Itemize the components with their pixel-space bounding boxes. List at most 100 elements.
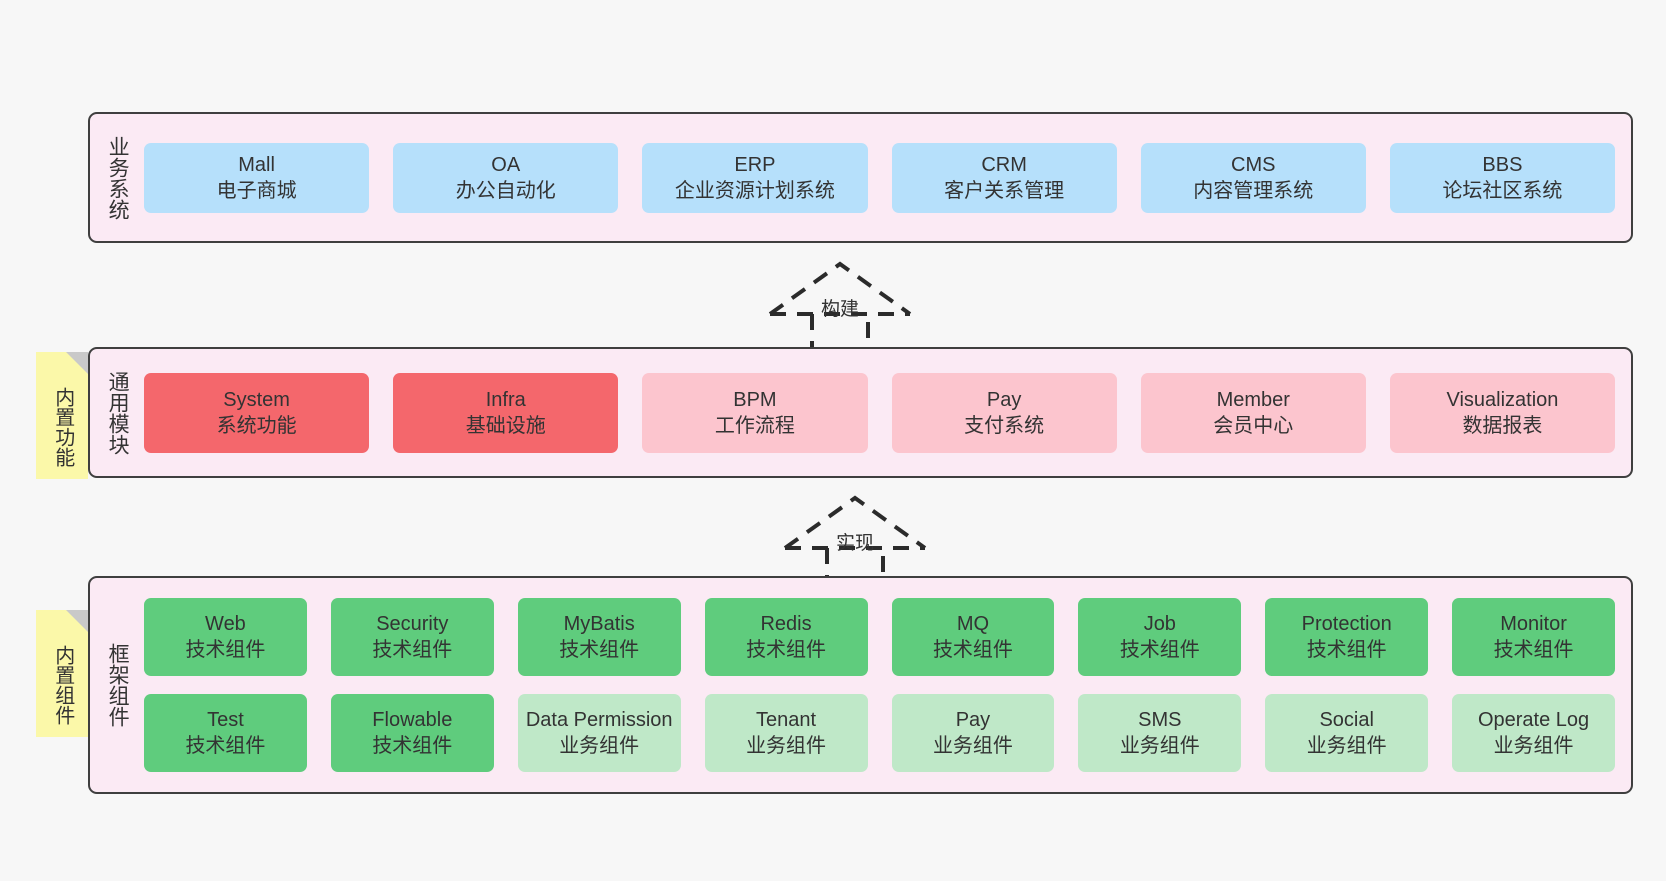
box-subtitle: 技术组件 <box>746 639 827 661</box>
band-row: System 系统功能 Infra 基础设施 BPM 工作流程 Pay 支付系统… <box>144 372 1616 453</box>
box-mall[interactable]: Mall 电子商城 <box>144 142 370 213</box>
box-title: BPM <box>733 388 777 411</box>
box-title: System <box>223 388 290 411</box>
box-subtitle: 技术组件 <box>932 639 1013 661</box>
box-cms[interactable]: CMS 内容管理系统 <box>1140 142 1366 213</box>
box-subtitle: 技术组件 <box>1119 639 1200 661</box>
box-subtitle: 工作流程 <box>714 414 795 437</box>
box-title: Operate Log <box>1477 709 1590 731</box>
box-system[interactable]: System 系统功能 <box>144 372 370 453</box>
box-subtitle: 业务组件 <box>1306 735 1387 757</box>
box-pay-component[interactable]: Pay 业务组件 <box>891 694 1055 772</box>
box-test[interactable]: Test 技术组件 <box>144 694 307 772</box>
box-subtitle: 技术组件 <box>559 639 640 661</box>
box-erp[interactable]: ERP 企业资源计划系统 <box>642 142 868 213</box>
box-title: Visualization <box>1446 388 1559 411</box>
band-body-common-modules: System 系统功能 Infra 基础设施 BPM 工作流程 Pay 支付系统… <box>138 349 1631 476</box>
box-subtitle: 支付系统 <box>964 414 1045 437</box>
box-mq[interactable]: MQ 技术组件 <box>891 598 1055 676</box>
box-member[interactable]: Member 会员中心 <box>1140 372 1366 453</box>
box-pay-module[interactable]: Pay 支付系统 <box>891 372 1117 453</box>
box-web[interactable]: Web 技术组件 <box>144 598 307 676</box>
box-title: Pay <box>986 388 1022 411</box>
note-text: 内置组件 <box>51 644 74 725</box>
box-flowable[interactable]: Flowable 技术组件 <box>330 694 494 772</box>
box-subtitle: 论坛社区系统 <box>1442 179 1563 202</box>
note-built-in-functions: 内置功能 <box>36 352 88 479</box>
box-title: Flowable <box>372 709 453 731</box>
box-subtitle: 企业资源计划系统 <box>674 179 835 202</box>
box-tenant[interactable]: Tenant 业务组件 <box>704 694 868 772</box>
band-business-systems: 业务系统 Mall 电子商城 OA 办公自动化 ERP 企业资源计划系统 CRM… <box>88 112 1633 243</box>
box-oa[interactable]: OA 办公自动化 <box>393 142 619 213</box>
box-title: ERP <box>734 153 776 176</box>
band-body-business-systems: Mall 电子商城 OA 办公自动化 ERP 企业资源计划系统 CRM 客户关系… <box>138 114 1631 241</box>
box-subtitle: 内容管理系统 <box>1193 179 1314 202</box>
box-title: CRM <box>981 153 1027 176</box>
box-title: CMS <box>1231 153 1276 176</box>
box-title: Monitor <box>1500 613 1567 635</box>
box-bbs[interactable]: BBS 论坛社区系统 <box>1389 142 1616 213</box>
band-common-modules: 通用模块 System 系统功能 Infra 基础设施 BPM 工作流程 Pay… <box>88 347 1633 478</box>
box-title: Web <box>205 613 246 635</box>
box-job[interactable]: Job 技术组件 <box>1078 598 1242 676</box>
box-infra[interactable]: Infra 基础设施 <box>393 372 619 453</box>
box-subtitle: 业务组件 <box>932 735 1013 757</box>
band-row: Mall 电子商城 OA 办公自动化 ERP 企业资源计划系统 CRM 客户关系… <box>144 142 1616 213</box>
box-subtitle: 办公自动化 <box>455 179 556 202</box>
box-subtitle: 系统功能 <box>216 414 297 437</box>
box-title: OA <box>491 153 521 176</box>
box-subtitle: 会员中心 <box>1213 414 1294 437</box>
box-bpm[interactable]: BPM 工作流程 <box>642 372 868 453</box>
box-social[interactable]: Social 业务组件 <box>1265 694 1429 772</box>
box-subtitle: 技术组件 <box>1306 639 1387 661</box>
box-protection[interactable]: Protection 技术组件 <box>1265 598 1429 676</box>
box-subtitle: 技术组件 <box>372 735 453 757</box>
box-title: SMS <box>1138 709 1182 731</box>
box-data-permission[interactable]: Data Permission 业务组件 <box>517 694 681 772</box>
box-mybatis[interactable]: MyBatis 技术组件 <box>517 598 681 676</box>
note-text: 内置功能 <box>51 386 74 467</box>
band-row: Web 技术组件 Security 技术组件 MyBatis 技术组件 Redi… <box>144 598 1615 676</box>
box-sms[interactable]: SMS 业务组件 <box>1078 694 1242 772</box>
box-subtitle: 技术组件 <box>1493 639 1574 661</box>
box-title: Security <box>376 613 449 635</box>
box-title: Protection <box>1301 613 1392 635</box>
box-title: Tenant <box>756 709 817 731</box>
box-title: Infra <box>485 388 526 411</box>
box-subtitle: 技术组件 <box>372 639 453 661</box>
band-framework-components: 框架组件 Web 技术组件 Security 技术组件 MyBatis 技术组件… <box>88 576 1633 794</box>
note-built-in-components: 内置组件 <box>36 610 88 737</box>
box-title: Test <box>207 709 244 731</box>
dashed-generalization-arrow-icon <box>783 495 927 588</box>
box-security[interactable]: Security 技术组件 <box>330 598 494 676</box>
box-subtitle: 业务组件 <box>1493 735 1574 757</box>
box-redis[interactable]: Redis 技术组件 <box>704 598 868 676</box>
box-subtitle: 技术组件 <box>185 639 266 661</box>
box-subtitle: 业务组件 <box>746 735 827 757</box>
box-title: Data Permission <box>525 709 673 731</box>
box-title: Pay <box>955 709 991 731</box>
box-subtitle: 业务组件 <box>1119 735 1200 757</box>
box-subtitle: 数据报表 <box>1462 414 1543 437</box>
box-title: Mall <box>238 153 275 176</box>
box-visualization[interactable]: Visualization 数据报表 <box>1389 372 1616 453</box>
box-operate-log[interactable]: Operate Log 业务组件 <box>1452 694 1615 772</box>
box-title: MQ <box>956 613 990 635</box>
box-crm[interactable]: CRM 客户关系管理 <box>891 142 1117 213</box>
dashed-generalization-arrow-icon <box>768 261 912 354</box>
box-subtitle: 客户关系管理 <box>944 179 1065 202</box>
band-title-common-modules: 通用模块 <box>106 370 130 455</box>
box-monitor[interactable]: Monitor 技术组件 <box>1452 598 1615 676</box>
band-body-framework-components: Web 技术组件 Security 技术组件 MyBatis 技术组件 Redi… <box>138 578 1631 792</box>
box-subtitle: 电子商城 <box>216 179 297 202</box>
band-row: Test 技术组件 Flowable 技术组件 Data Permission … <box>144 694 1615 772</box>
box-title: BBS <box>1482 153 1523 176</box>
band-title-business-systems: 业务系统 <box>106 135 130 220</box>
box-subtitle: 技术组件 <box>185 735 266 757</box>
box-title: MyBatis <box>563 613 635 635</box>
box-subtitle: 业务组件 <box>559 735 640 757</box>
connector-implement: 实现 <box>775 492 935 588</box>
box-title: Member <box>1216 388 1290 411</box>
